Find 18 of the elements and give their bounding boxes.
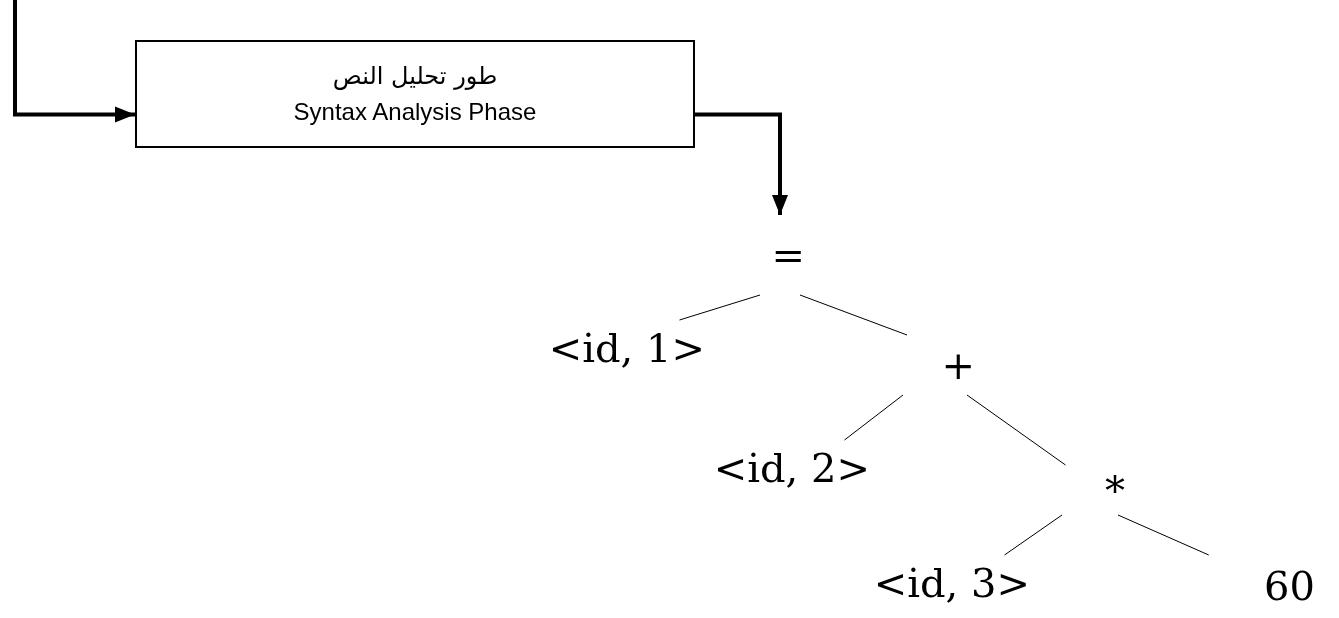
tree-node-label: <id, 2> xyxy=(713,443,870,492)
tree-branch-line xyxy=(799,294,908,336)
tree-node-label: 60 xyxy=(1264,562,1315,610)
tree-branch-line xyxy=(679,294,761,321)
tree-branch-line xyxy=(1004,514,1063,556)
process-box xyxy=(135,40,695,148)
phase-label: طور تحليل النص xyxy=(332,61,498,92)
tree-branch-line xyxy=(1117,514,1210,556)
tree-node-label: = xyxy=(771,231,805,279)
arrow xyxy=(13,0,135,123)
tree-node-label: <id, 1> xyxy=(548,323,705,372)
tree-node-label: + xyxy=(941,341,975,389)
tree-node-label: * xyxy=(1105,466,1125,514)
tree-branch-line xyxy=(966,394,1066,466)
arrow xyxy=(695,112,788,215)
phase-label: Syntax Analysis Phase xyxy=(293,97,537,127)
tree-branch-line xyxy=(844,394,904,441)
tree-node-label: <id, 3> xyxy=(873,558,1030,607)
